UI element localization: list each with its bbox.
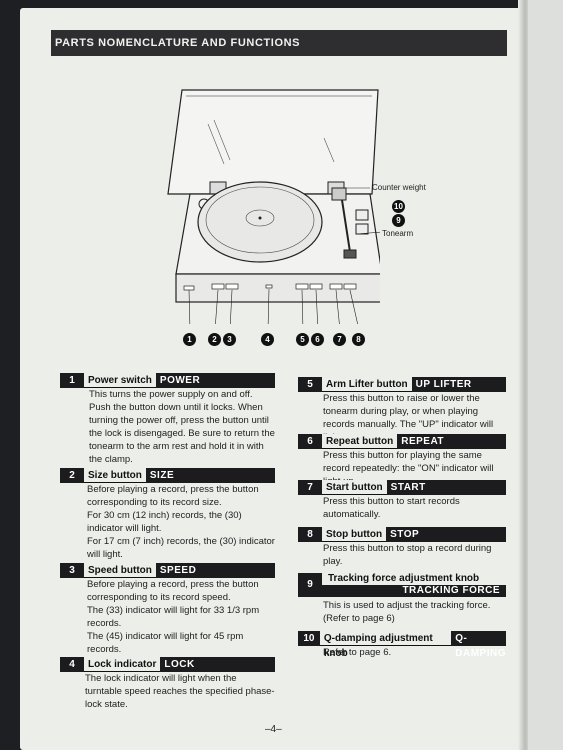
section-size: 2 Size button SIZE Before playing a reco… [60,468,275,561]
section-body: The lock indicator will light when the t… [60,672,275,711]
callout-10: 10 [392,200,405,213]
section-number: 8 [298,527,322,542]
section-heading: 2 Size button SIZE [60,468,275,483]
section-text: Press this button to start records autom… [323,496,460,520]
section-number: 2 [60,468,84,483]
section-start: 7 Start button START Press this button t… [298,480,506,521]
platter [197,181,323,263]
section-text: The (33) indicator will light for 33 1/3… [87,605,260,629]
section-name: Power switch [84,373,156,388]
section-heading: 9 Tracking force adjustment knob TRACKIN… [298,573,506,597]
section-text: For 17 cm (7 inch) records, the (30) ind… [87,536,275,560]
section-body: This turns the power supply on and off. … [60,388,275,466]
section-up-lifter: 5 Arm Lifter button UP LIFTER Press this… [298,377,506,444]
section-name: Repeat button [322,434,398,449]
section-heading: 1 Power switch POWER [60,373,275,388]
section-name: Lock indicator [84,657,161,672]
callout-6: 6 [311,333,324,346]
page-number: –4– [265,724,282,735]
section-tag: REPEAT [397,434,506,449]
tonearm [341,199,351,253]
callout-5: 5 [296,333,309,346]
label-counter-weight: Counter weight [372,183,426,192]
section-heading: 7 Start button START [298,480,506,495]
section-number: 4 [60,657,84,672]
callout-9: 9 [392,214,405,227]
callout-7: 7 [333,333,346,346]
section-body: Refer to page 6. [298,646,506,659]
section-heading: 5 Arm Lifter button UP LIFTER [298,377,506,392]
section-number: 7 [298,480,322,495]
section-text: Before playing a record, press the butto… [87,579,259,603]
section-tag: LOCK [160,657,275,672]
section-repeat: 6 Repeat button REPEAT Press this button… [298,434,506,488]
section-number: 6 [298,434,322,449]
section-number: 9 [298,573,322,597]
dust-cover [167,89,379,195]
section-heading: 3 Speed button SPEED [60,563,275,578]
section-tag: STOP [386,527,506,542]
section-name: Size button [84,468,146,483]
section-name: Start button [322,480,387,495]
section-tag: TRACKING FORCE [322,585,506,597]
section-text: The lock indicator will light when the t… [85,673,275,710]
section-tag: POWER [155,373,275,388]
section-power: 1 Power switch POWER This turns the powe… [60,373,275,466]
section-number: 1 [60,373,84,388]
section-lock: 4 Lock indicator LOCK The lock indicator… [60,657,275,711]
section-tag: SIZE [145,468,275,483]
section-text: Before playing a record, press the butto… [87,484,259,508]
callout-8: 8 [352,333,365,346]
next-page-edge [528,0,563,750]
counter-weight [331,187,347,201]
section-name: Arm Lifter button [322,377,412,392]
section-number: 5 [298,377,322,392]
section-name: Q-damping adjustment knob [319,631,452,659]
section-body: Press this button to stop a record durin… [298,542,506,568]
section-tag: START [386,480,506,495]
label-tonearm: Tonearm [382,229,414,238]
section-text: For 30 cm (12 inch) records, the (30) in… [87,510,242,534]
callout-3: 3 [223,333,236,346]
section-tag: Q-DAMPING [451,631,506,659]
section-body: Before playing a record, press the butto… [60,578,275,656]
section-header: PARTS NOMENCLATURE AND FUNCTIONS [51,30,507,56]
section-name: Stop button [322,527,387,542]
turntable-diagram [167,89,380,324]
section-body: Press this button to start records autom… [298,495,506,521]
section-name: Tracking force adjustment knob [328,573,480,584]
section-heading: 10 Q-damping adjustment knob Q-DAMPING [298,631,506,659]
section-stop: 8 Stop button STOP Press this button to … [298,527,506,568]
section-heading: 6 Repeat button REPEAT [298,434,506,449]
section-heading: 8 Stop button STOP [298,527,506,542]
section-body: This is used to adjust the tracking forc… [298,599,506,625]
section-body: Before playing a record, press the butto… [60,483,275,561]
section-number: 3 [60,563,84,578]
section-heading: 4 Lock indicator LOCK [60,657,275,672]
section-text: This is used to adjust the tracking forc… [323,600,491,624]
section-name: Speed button [84,563,156,578]
section-tag: SPEED [155,563,275,578]
section-q-damping: 10 Q-damping adjustment knob Q-DAMPING R… [298,631,506,659]
section-text: This turns the power supply on and off. … [89,389,275,465]
section-tracking-force: 9 Tracking force adjustment knob TRACKIN… [298,573,506,625]
section-text: Refer to page 6. [323,647,392,658]
callout-1: 1 [183,333,196,346]
section-speed: 3 Speed button SPEED Before playing a re… [60,563,275,656]
callout-2: 2 [208,333,221,346]
section-tag: UP LIFTER [411,377,506,392]
callout-4: 4 [261,333,274,346]
section-text: Press this button to stop a record durin… [323,543,492,567]
section-heading-right: Tracking force adjustment knob TRACKING … [322,573,506,597]
section-text: The (45) indicator will light for 45 rpm… [87,631,244,655]
section-number: 10 [298,631,320,646]
